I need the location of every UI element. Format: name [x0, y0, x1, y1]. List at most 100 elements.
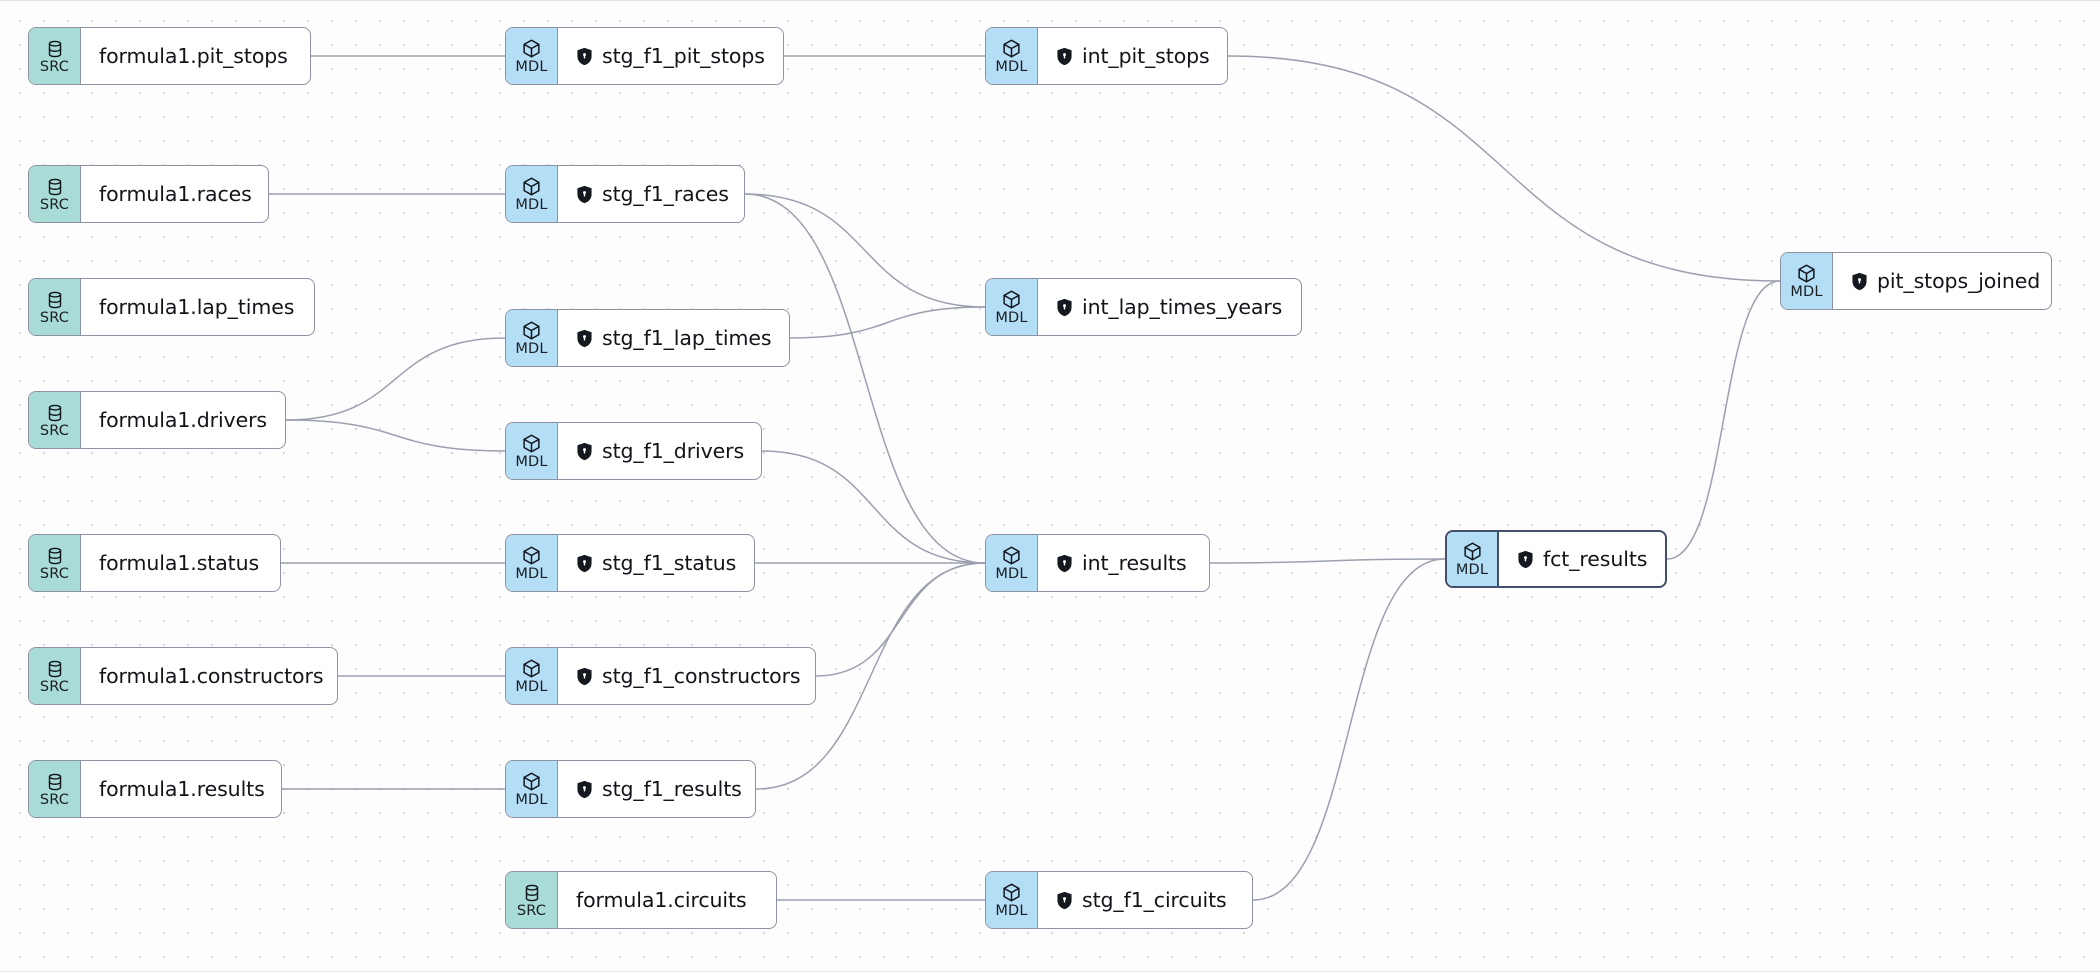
graph-node-stg_constructors[interactable]: MDL stg_f1_constructors [505, 647, 816, 705]
database-cylinder-icon [45, 177, 65, 197]
node-body: stg_f1_constructors [558, 648, 819, 704]
model-badge: MDL [1781, 253, 1833, 309]
node-body: stg_f1_results [558, 761, 760, 817]
database-cylinder-icon [45, 403, 65, 423]
graph-node-fct_results[interactable]: MDL fct_results [1445, 530, 1667, 588]
edge-stg_drivers-to-int_results [761, 450, 986, 564]
badge-label: SRC [39, 309, 70, 326]
source-badge: SRC [29, 761, 81, 817]
node-body: formula1.races [81, 166, 270, 222]
badge-label: MDL [515, 566, 548, 582]
node-body: formula1.drivers [81, 392, 285, 448]
model-badge: MDL [506, 761, 558, 817]
graph-node-stg_status[interactable]: MDL stg_f1_status [505, 534, 755, 592]
badge-label: SRC [39, 58, 70, 75]
badge-label: MDL [1790, 284, 1823, 300]
edge-int_results-to-fct_results [1209, 558, 1446, 564]
graph-node-src_circuits[interactable]: SRC formula1.circuits [505, 871, 777, 929]
badge-label: MDL [995, 59, 1028, 75]
graph-node-src_pit_stops[interactable]: SRC formula1.pit_stops [28, 27, 311, 85]
cube-icon [521, 320, 542, 341]
model-badge: MDL [1447, 532, 1499, 586]
cube-icon [1001, 882, 1022, 903]
node-body: fct_results [1499, 532, 1665, 586]
edge-fct_results-to-pit_stops_joined [1666, 280, 1781, 560]
shield-lock-icon [1056, 891, 1073, 910]
node-label: stg_f1_races [602, 182, 729, 206]
shield-lock-icon [576, 667, 593, 686]
source-badge: SRC [29, 392, 81, 448]
node-body: int_pit_stops [1038, 28, 1228, 84]
graph-node-stg_lap_times[interactable]: MDL stg_f1_lap_times [505, 309, 790, 367]
badge-label: SRC [39, 196, 70, 213]
edge-stg_constructors-to-int_results [815, 562, 986, 677]
node-body: pit_stops_joined [1833, 253, 2058, 309]
node-label: formula1.status [99, 551, 260, 575]
model-badge: MDL [506, 648, 558, 704]
model-badge: MDL [986, 279, 1038, 335]
graph-node-int_lap_times_years[interactable]: MDL int_lap_times_years [985, 278, 1302, 336]
cube-icon [521, 771, 542, 792]
graph-node-src_results[interactable]: SRC formula1.results [28, 760, 282, 818]
node-label: formula1.lap_times [99, 295, 295, 319]
graph-node-src_drivers[interactable]: SRC formula1.drivers [28, 391, 286, 449]
node-label: int_results [1082, 551, 1187, 575]
node-label: formula1.pit_stops [99, 44, 288, 68]
node-label: pit_stops_joined [1877, 269, 2041, 293]
badge-label: MDL [515, 341, 548, 357]
node-label: formula1.drivers [99, 408, 267, 432]
graph-node-src_races[interactable]: SRC formula1.races [28, 165, 269, 223]
database-cylinder-icon [45, 290, 65, 310]
graph-node-int_pit_stops[interactable]: MDL int_pit_stops [985, 27, 1228, 85]
model-badge: MDL [986, 872, 1038, 928]
node-body: formula1.status [81, 535, 280, 591]
node-body: formula1.pit_stops [81, 28, 310, 84]
graph-node-src_lap_times[interactable]: SRC formula1.lap_times [28, 278, 315, 336]
source-badge: SRC [29, 28, 81, 84]
graph-node-pit_stops_joined[interactable]: MDL pit_stops_joined [1780, 252, 2052, 310]
node-label: formula1.circuits [576, 888, 747, 912]
badge-label: MDL [995, 903, 1028, 919]
model-badge: MDL [986, 28, 1038, 84]
badge-label: MDL [995, 310, 1028, 326]
node-body: stg_f1_drivers [558, 423, 762, 479]
shield-lock-icon [1851, 272, 1868, 291]
node-label: fct_results [1543, 547, 1648, 571]
graph-node-src_constructors[interactable]: SRC formula1.constructors [28, 647, 338, 705]
edge-stg_lap_times-to-int_lap_times_years [789, 306, 986, 339]
node-body: int_lap_times_years [1038, 279, 1301, 335]
node-body: stg_f1_races [558, 166, 747, 222]
database-cylinder-icon [45, 659, 65, 679]
badge-label: SRC [39, 678, 70, 695]
shield-lock-icon [576, 442, 593, 461]
node-body: int_results [1038, 535, 1209, 591]
badge-label: SRC [39, 422, 70, 439]
edge-stg_races-to-int_lap_times_years [744, 193, 986, 308]
shield-lock-icon [576, 47, 593, 66]
node-label: int_pit_stops [1082, 44, 1210, 68]
shield-lock-icon [1056, 554, 1073, 573]
cube-icon [1001, 545, 1022, 566]
shield-lock-icon [1517, 550, 1534, 569]
badge-label: SRC [516, 902, 547, 919]
cube-icon [521, 38, 542, 59]
node-body: formula1.constructors [81, 648, 341, 704]
database-cylinder-icon [45, 39, 65, 59]
shield-lock-icon [576, 185, 593, 204]
node-body: stg_f1_lap_times [558, 310, 789, 366]
shield-lock-icon [1056, 298, 1073, 317]
node-body: stg_f1_status [558, 535, 754, 591]
node-label: formula1.results [99, 777, 265, 801]
node-label: formula1.constructors [99, 664, 324, 688]
source-badge: SRC [506, 872, 558, 928]
node-label: stg_f1_constructors [602, 664, 801, 688]
